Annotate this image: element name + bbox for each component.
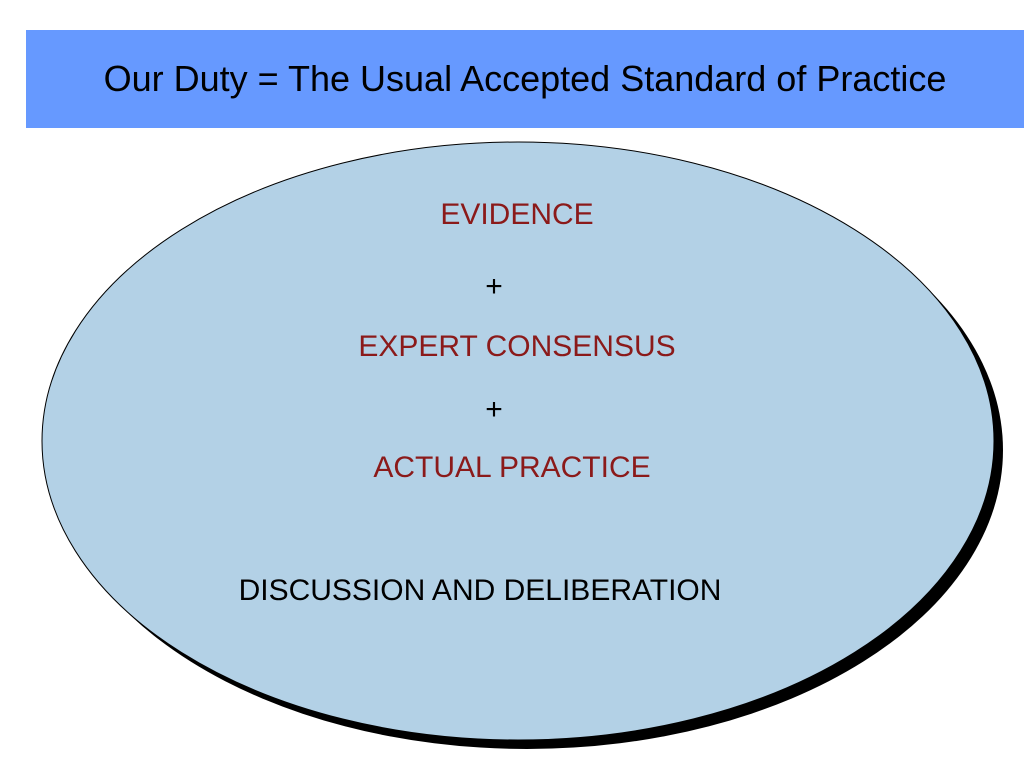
title-bar: Our Duty = The Usual Accepted Standard o…: [26, 30, 1024, 128]
plus-sign-2: +: [485, 393, 503, 426]
plus-sign-1: +: [485, 270, 503, 303]
ellipse-shape: [41, 141, 995, 741]
item-actual-practice: ACTUAL PRACTICE: [373, 451, 651, 484]
item-evidence: EVIDENCE: [440, 198, 594, 231]
item-expert-consensus: EXPERT CONSENSUS: [358, 330, 676, 363]
slide-title: Our Duty = The Usual Accepted Standard o…: [103, 58, 947, 99]
discussion-note: DISCUSSION AND DELIBERATION: [238, 574, 722, 607]
